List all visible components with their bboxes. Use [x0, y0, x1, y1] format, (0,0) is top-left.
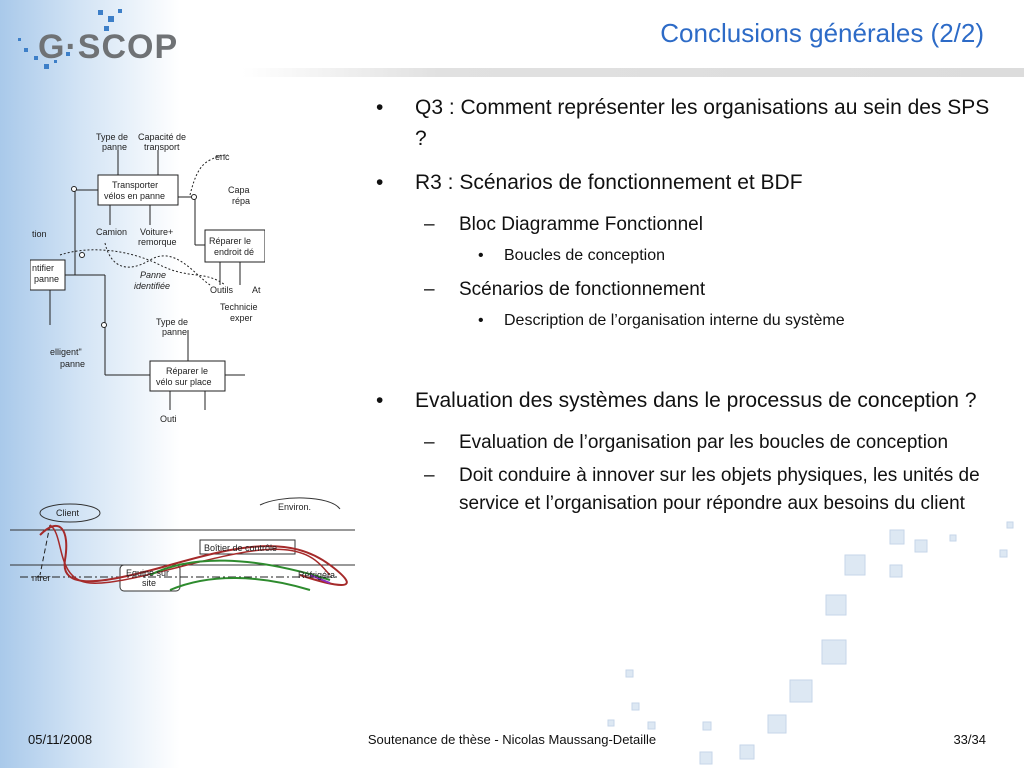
decorative-squares: [607, 521, 1014, 765]
intelligent-label-2: panne: [60, 359, 85, 369]
slide-title: Conclusions générales (2/2): [660, 18, 984, 48]
identifier-label-1: ntifier: [32, 263, 54, 273]
subbullet-bdf: – Bloc Diagramme Fonctionnel: [372, 211, 992, 239]
reparer-endroit-label-2: endroit dé: [214, 247, 254, 257]
subsubbullet-boucles: • Boucles de conception: [372, 244, 992, 268]
technicie-label-2: exper: [230, 313, 253, 323]
capa-right-label-1: Capa: [228, 185, 250, 195]
entrer-label: ntrer: [32, 573, 51, 583]
tion-label: tion: [32, 229, 47, 239]
type-panne-label-2: panne: [102, 142, 127, 152]
type-panne-2-label-1: Type de: [156, 317, 188, 327]
boitier-label: Boîtier de contrôle: [204, 543, 277, 553]
footer-date: 05/11/2008: [28, 732, 93, 747]
transporter-box: [97, 174, 179, 206]
voiture-label-2: remorque: [138, 237, 177, 247]
intelligent-label-1: elligent": [50, 347, 82, 357]
dash-marker: –: [424, 432, 435, 453]
capacite-label-2: transport: [144, 142, 180, 152]
bullet-text: R3 : Scénarios de fonctionnement et BDF: [415, 171, 803, 194]
reparer-place-label-2: vélo sur place: [156, 377, 212, 387]
subbullet-scenarios: – Scénarios de fonctionnement: [372, 276, 992, 304]
scenario-diagram: Client Environ. Boîtier de contrôle Equi…: [10, 497, 355, 592]
bullet-evaluation: • Evaluation des systèmes dans le proces…: [372, 385, 992, 416]
dash-marker: –: [424, 279, 435, 300]
equipe-label-2: site: [142, 578, 156, 588]
footer-author: Soutenance de thèse - Nicolas Maussang-D…: [367, 732, 657, 747]
header-bar: [242, 68, 1024, 77]
reparer-endroit-label-1: Réparer le: [209, 236, 251, 246]
bullet-marker: •: [478, 247, 484, 264]
outi-label: Outi: [160, 414, 177, 424]
functional-block-diagram: Type de panne Capacité de transport Tran…: [30, 132, 265, 424]
subbullet-text: Bloc Diagramme Fonctionnel: [459, 214, 703, 235]
voiture-label-1: Voiture+: [140, 227, 173, 237]
refrigera-label: Réfrigéra: [298, 570, 335, 580]
capa-right-label-2: répa: [232, 196, 250, 206]
subbullet-evaluation-organisation: – Evaluation de l’organisation par les b…: [372, 429, 992, 457]
transporter-label-1: Transporter: [112, 180, 158, 190]
logo-text: G·SCOP: [38, 28, 179, 66]
type-panne-label-1: Type de: [96, 132, 128, 142]
reparer-place-label-1: Réparer le: [166, 366, 208, 376]
panne-identifiee-label-2: identifiée: [134, 281, 170, 291]
capacite-label-1: Capacité de: [138, 132, 186, 142]
subbullet-text: Evaluation de l’organisation par les bou…: [459, 432, 949, 453]
subbullet-innover: – Doit conduire à innover sur les objets…: [372, 462, 992, 518]
footer-page-number: 33/34: [953, 732, 986, 747]
panne-identifiee-label-1: Panne: [140, 270, 166, 280]
equipe-label-1: Equipe sur: [126, 568, 169, 578]
subsubbullet-description: • Description de l’organisation interne …: [372, 309, 992, 333]
bullet-content: • Q3 : Comment représenter les organisat…: [372, 92, 992, 523]
bullet-text: Evaluation des systèmes dans le processu…: [415, 389, 977, 412]
bullet-marker: •: [376, 96, 384, 119]
subsubbullet-text: Description de l’organisation interne du…: [504, 312, 845, 329]
bullet-r3: • R3 : Scénarios de fonctionnement et BD…: [372, 167, 992, 198]
gscop-logo: G·SCOP: [14, 8, 194, 74]
bullet-marker: •: [478, 312, 484, 329]
bullet-text: Q3 : Comment représenter les organisatio…: [415, 96, 990, 150]
technicie-label-1: Technicie: [220, 302, 258, 312]
logo-dots-icon: [18, 9, 122, 69]
outils-label: Outils: [210, 285, 234, 295]
at-label: At: [252, 285, 261, 295]
identifier-label-2: panne: [34, 274, 59, 284]
dash-marker: –: [424, 214, 435, 235]
reparer-endroit-box: [204, 229, 265, 263]
camion-label: Camion: [96, 227, 127, 237]
dash-marker: –: [424, 465, 435, 486]
transporter-label-2: vélos en panne: [104, 191, 165, 201]
subsubbullet-text: Boucles de conception: [504, 247, 665, 264]
type-panne-2-label-2: panne: [162, 327, 187, 337]
reparer-place-box: [149, 360, 226, 392]
subbullet-text: Scénarios de fonctionnement: [459, 279, 706, 300]
environ-label: Environ.: [278, 502, 311, 512]
bullet-marker: •: [376, 171, 384, 194]
bullet-marker: •: [376, 389, 384, 412]
client-label: Client: [56, 508, 80, 518]
enc-label: enc: [215, 152, 230, 162]
bullet-q3: • Q3 : Comment représenter les organisat…: [372, 92, 992, 154]
subbullet-text: Doit conduire à innover sur les objets p…: [459, 465, 980, 514]
